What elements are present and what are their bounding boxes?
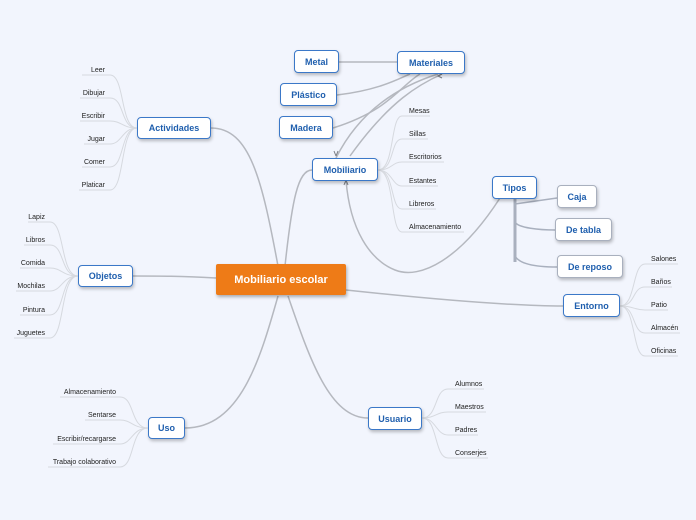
node-madera[interactable]: Madera bbox=[279, 116, 333, 139]
leaf-uso-0[interactable]: Almacenamiento bbox=[63, 389, 116, 396]
node-de-reposo[interactable]: De reposo bbox=[557, 255, 623, 278]
leaf-usuario-1[interactable]: Maestros bbox=[455, 404, 484, 411]
leaf-objetos-1[interactable]: Libros bbox=[25, 237, 45, 244]
node-usuario[interactable]: Usuario bbox=[368, 407, 422, 430]
leaf-actividades-3[interactable]: Jugar bbox=[87, 136, 105, 143]
leaf-entorno-3[interactable]: Almacén bbox=[651, 325, 679, 332]
node-tipos[interactable]: Tipos bbox=[492, 176, 537, 199]
leaf-entorno-0[interactable]: Salones bbox=[651, 256, 677, 263]
leaf-objetos-5[interactable]: Juguetes bbox=[16, 330, 45, 337]
leaf-mobiliario-1[interactable]: Sillas bbox=[409, 131, 426, 138]
node-mobiliario[interactable]: Mobiliario bbox=[312, 158, 378, 181]
leaf-usuario-0[interactable]: Alumnos bbox=[455, 381, 483, 388]
leaf-uso-2[interactable]: Escribir/recargarse bbox=[57, 436, 116, 443]
leaf-usuario-3[interactable]: Conserjes bbox=[455, 450, 487, 457]
leaf-objetos-2[interactable]: Comida bbox=[20, 260, 45, 267]
node-de-tabla[interactable]: De tabla bbox=[555, 218, 612, 241]
leaf-actividades-1[interactable]: Dibujar bbox=[82, 90, 105, 97]
leaf-uso-3[interactable]: Trabajo colaborativo bbox=[52, 459, 116, 466]
leaf-entorno-2[interactable]: Patio bbox=[651, 302, 667, 309]
leaf-mobiliario-2[interactable]: Escritorios bbox=[409, 154, 442, 161]
leaf-actividades-4[interactable]: Comer bbox=[83, 159, 105, 166]
leaf-objetos-4[interactable]: Pintura bbox=[22, 307, 45, 314]
leaf-uso-1[interactable]: Sentarse bbox=[87, 412, 116, 419]
node-metal[interactable]: Metal bbox=[294, 50, 339, 73]
leaf-mobiliario-4[interactable]: Libreros bbox=[409, 201, 435, 208]
leaf-actividades-5[interactable]: Platicar bbox=[81, 182, 105, 189]
node-materiales[interactable]: Materiales bbox=[397, 51, 465, 74]
leaf-entorno-4[interactable]: Oficinas bbox=[651, 348, 677, 355]
leaf-mobiliario-5[interactable]: Almacenamiento bbox=[409, 224, 462, 231]
leaf-objetos-0[interactable]: Lapiz bbox=[28, 214, 45, 221]
leaf-actividades-0[interactable]: Leer bbox=[90, 67, 105, 74]
node-objetos[interactable]: Objetos bbox=[78, 265, 133, 287]
node-caja[interactable]: Caja bbox=[557, 185, 597, 208]
leaf-actividades-2[interactable]: Escribir bbox=[81, 113, 105, 120]
node-actividades[interactable]: Actividades bbox=[137, 117, 211, 139]
leaf-usuario-2[interactable]: Padres bbox=[455, 427, 478, 434]
leaf-mobiliario-3[interactable]: Estantes bbox=[409, 178, 437, 185]
node-plastico[interactable]: Plástico bbox=[280, 83, 337, 106]
leaf-objetos-3[interactable]: Mochilas bbox=[17, 283, 45, 290]
leaf-entorno-1[interactable]: Baños bbox=[651, 279, 671, 286]
central-topic[interactable]: Mobiliario escolar bbox=[216, 264, 346, 295]
leaf-mobiliario-0[interactable]: Mesas bbox=[409, 108, 430, 115]
node-entorno[interactable]: Entorno bbox=[563, 294, 620, 317]
node-uso[interactable]: Uso bbox=[148, 417, 185, 439]
